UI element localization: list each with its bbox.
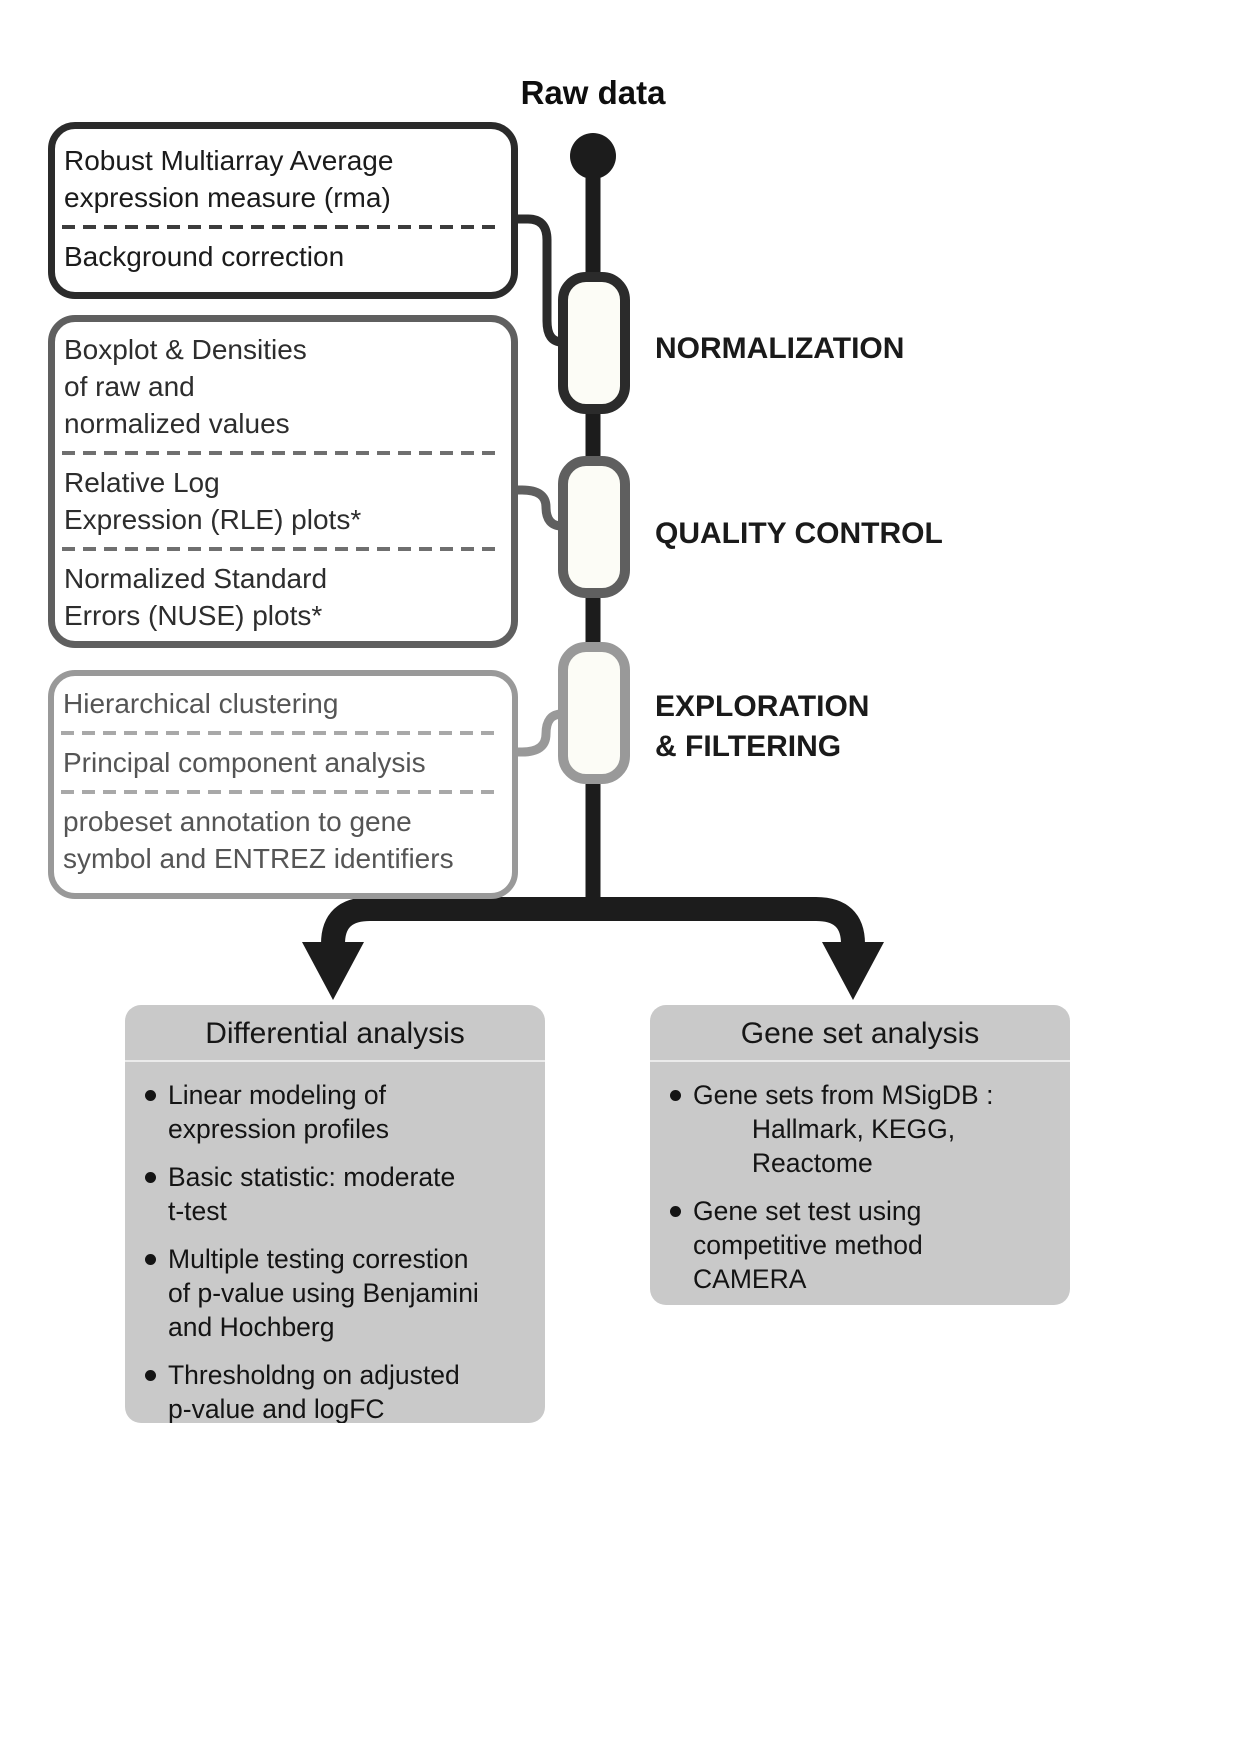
gene-set-bullet-list: Gene sets from MSigDB : Hallmark, KEGG, … — [650, 1062, 1070, 1296]
bullet-text: Linear modeling of expression profiles — [168, 1080, 389, 1144]
raw-data-label: Raw data — [520, 74, 666, 111]
raw-data-dot — [570, 133, 616, 179]
list-item: Basic statistic: moderate t-test — [145, 1160, 531, 1228]
dashed-divider — [61, 790, 500, 794]
stage-node-exploration — [558, 642, 630, 784]
step-hierarchical-clustering: Hierarchical clustering — [63, 688, 339, 719]
dashed-divider — [62, 225, 499, 229]
title-rule — [125, 1060, 545, 1062]
list-item: Linear modeling of expression profiles — [145, 1078, 531, 1146]
step-pca: Principal component analysis — [63, 747, 426, 778]
stage-node-normalization — [558, 272, 630, 414]
left-arrowhead-icon — [302, 942, 364, 1000]
gene-set-analysis-title: Gene set analysis — [740, 1017, 980, 1050]
differential-bullet-list: Linear modeling of expression profiles B… — [125, 1062, 545, 1423]
bullet-text: Thresholdng on adjusted p-value and logF… — [168, 1360, 460, 1423]
branch-split-line — [321, 897, 865, 952]
bullet-icon — [145, 1172, 156, 1183]
dashed-divider — [62, 547, 499, 551]
step-nuse-plots: Normalized Standard Errors (NUSE) plots* — [64, 563, 328, 631]
step-probeset-annotation: probeset annotation to gene symbol and E… — [63, 806, 454, 874]
stage-node-quality-control — [558, 456, 630, 598]
bullet-text: Gene sets from MSigDB : Hallmark, KEGG, … — [693, 1080, 994, 1178]
exploration-filtering-steps-box: Hierarchical clustering Principal compon… — [48, 670, 518, 899]
connector-normalization — [512, 214, 563, 347]
bullet-icon — [670, 1090, 681, 1101]
bullet-icon — [145, 1090, 156, 1101]
differential-analysis-panel: Differential analysis Linear modeling of… — [125, 1005, 545, 1423]
dashed-divider — [61, 731, 500, 735]
bullet-icon — [145, 1254, 156, 1265]
list-item: Gene set test using competitive method C… — [670, 1194, 1056, 1296]
dashed-divider — [62, 451, 499, 455]
stage-label-exploration-filtering: EXPLORATION & FILTERING — [655, 690, 870, 763]
connector-quality-control — [512, 485, 563, 531]
quality-control-steps-box: Boxplot & Densities of raw and normalize… — [48, 315, 518, 648]
step-rma: Robust Multiarray Average expression mea… — [64, 145, 394, 213]
connector-exploration — [512, 709, 563, 757]
stage-label-normalization: NORMALIZATION — [655, 332, 905, 365]
title-rule — [650, 1060, 1070, 1062]
bullet-text: Gene set test using competitive method C… — [693, 1196, 923, 1294]
bullet-icon — [145, 1370, 156, 1381]
gene-set-analysis-panel: Gene set analysis Gene sets from MSigDB … — [650, 1005, 1070, 1305]
bullet-icon — [670, 1206, 681, 1217]
bullet-text: Multiple testing correstion of p-value u… — [168, 1244, 479, 1342]
step-background-correction: Background correction — [64, 241, 345, 272]
right-arrowhead-icon — [822, 942, 884, 1000]
list-item: Multiple testing correstion of p-value u… — [145, 1242, 531, 1344]
stage-label-quality-control: QUALITY CONTROL — [655, 517, 943, 550]
differential-analysis-title: Differential analysis — [205, 1017, 465, 1050]
normalization-steps-box: Robust Multiarray Average expression mea… — [48, 122, 518, 299]
list-item: Thresholdng on adjusted p-value and logF… — [145, 1358, 531, 1423]
step-boxplot-densities: Boxplot & Densities of raw and normalize… — [64, 334, 307, 439]
list-item: Gene sets from MSigDB : Hallmark, KEGG, … — [670, 1078, 1056, 1180]
step-rle-plots: Relative Log Expression (RLE) plots* — [64, 467, 362, 535]
bullet-text: Basic statistic: moderate t-test — [168, 1162, 456, 1226]
